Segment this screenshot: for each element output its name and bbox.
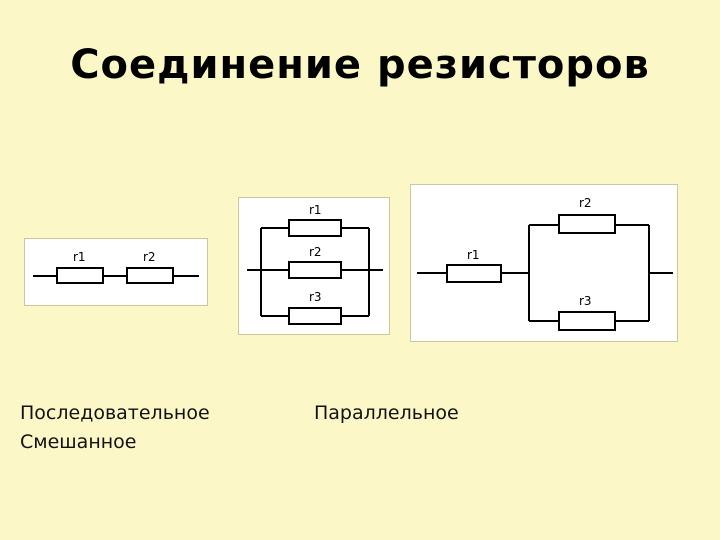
resistor-r1 <box>446 264 502 283</box>
resistor-r3 <box>288 307 342 325</box>
resistor-label-r2: r2 <box>143 250 156 264</box>
resistor-label-r1: r1 <box>73 250 86 264</box>
resistor-r3 <box>558 311 616 331</box>
resistor-label-r2: r2 <box>309 245 322 259</box>
resistor-label-r3: r3 <box>309 290 322 304</box>
resistor-r2 <box>288 261 342 279</box>
page-title: Соединение резисторов <box>70 42 650 88</box>
resistor-label-r3: r3 <box>579 294 592 308</box>
caption-series: Последовательное <box>20 402 210 424</box>
caption-parallel: Параллельное <box>314 402 459 424</box>
mixed-diagram: r1 r2 r3 <box>410 184 678 342</box>
series-diagram: r1 r2 <box>24 238 208 306</box>
resistor-r2 <box>126 267 174 284</box>
resistor-label-r1: r1 <box>309 203 322 217</box>
caption-mixed: Смешанное <box>20 431 137 453</box>
resistor-label-r1: r1 <box>467 248 480 262</box>
resistor-r2 <box>558 214 616 234</box>
resistor-r1 <box>288 219 342 237</box>
resistor-label-r2: r2 <box>579 196 592 210</box>
parallel-diagram: r1 r2 r3 <box>238 197 390 335</box>
resistor-r1 <box>56 267 104 284</box>
